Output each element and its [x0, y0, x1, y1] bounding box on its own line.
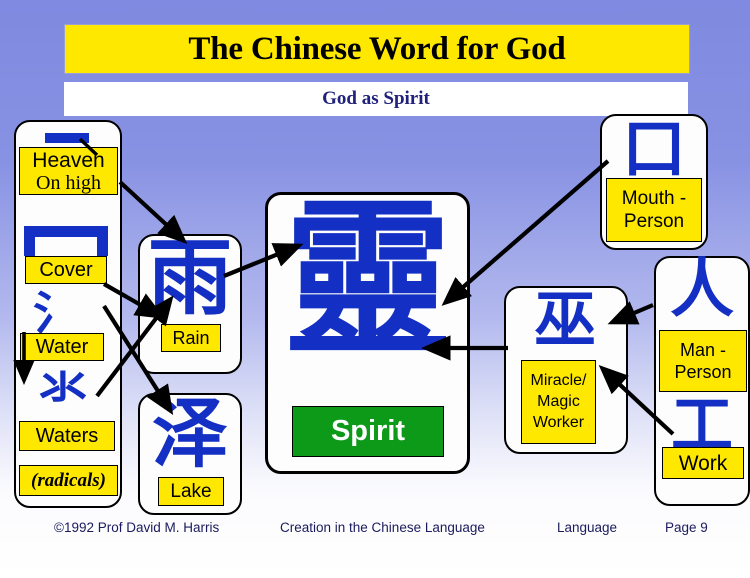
chip-heaven-line1: Heaven — [32, 148, 105, 172]
water-radical-icon: 氵 — [33, 286, 79, 340]
arrow-mouth-to-spirit — [441, 159, 610, 306]
lake-hanzi: 泽 — [152, 389, 228, 478]
slide-footer: ©1992 Prof David M. Harris Creation in t… — [0, 520, 750, 550]
chip-man-line1: Man - — [679, 340, 726, 360]
chip-cover: Cover — [25, 256, 107, 284]
chip-heaven-line2: On high — [36, 171, 101, 194]
chip-mouth: Mouth - Person — [606, 178, 702, 242]
chip-cover-label: Cover — [39, 259, 93, 281]
footer-copyright: ©1992 Prof David M. Harris — [54, 520, 220, 535]
chip-rain-label: Rain — [172, 328, 210, 348]
chip-radicals-label: (radicals) — [31, 470, 106, 491]
footer-work-title: Creation in the Chinese Language — [280, 520, 485, 535]
chip-spirit: Spirit — [292, 406, 444, 457]
spirit-hanzi: 靈 — [284, 182, 452, 378]
chip-wu: Miracle/ Magic Worker — [521, 360, 596, 444]
wu-hanzi: 巫 — [533, 283, 596, 356]
chip-waters-label: Waters — [35, 425, 99, 447]
chip-lake: Lake — [158, 477, 224, 506]
chip-wu-line3: Worker — [532, 414, 585, 431]
rain-hanzi: 雨 — [147, 229, 232, 327]
chip-lake-label: Lake — [170, 481, 212, 502]
chip-mouth-line2: Person — [623, 211, 685, 232]
chip-waters: Waters — [19, 421, 115, 451]
chip-wu-line2: Magic — [537, 393, 580, 410]
page-title: The Chinese Word for God — [188, 30, 566, 67]
heaven-radical-icon — [45, 133, 89, 143]
footer-page: Page 9 — [665, 520, 708, 535]
chip-work-label: Work — [678, 451, 728, 475]
waters-radical-icon: 氺 — [38, 360, 87, 416]
chip-man: Man - Person — [659, 330, 747, 392]
slide-title-bar: The Chinese Word for God — [64, 24, 690, 74]
chip-wu-line1: Miracle/ — [530, 372, 587, 389]
man-hanzi: 人 — [670, 253, 734, 327]
chip-work: Work — [662, 447, 744, 479]
work-hanzi: 工 — [670, 388, 733, 461]
chip-rain: Rain — [161, 324, 221, 352]
footer-section: Language — [557, 520, 618, 535]
chip-water: Water — [20, 333, 104, 361]
chip-mouth-line1: Mouth - — [621, 188, 687, 209]
chip-spirit-label: Spirit — [330, 415, 406, 447]
chip-water-label: Water — [35, 336, 89, 358]
chip-heaven: Heaven On high — [19, 147, 118, 195]
chip-radicals: (radicals) — [19, 465, 118, 496]
slide-subtitle-bar: God as Spirit — [64, 82, 688, 116]
cover-radical-icon — [24, 226, 108, 256]
page-subtitle: God as Spirit — [322, 88, 430, 109]
chip-man-line2: Person — [674, 362, 732, 382]
mouth-hanzi: 口 — [622, 113, 686, 187]
